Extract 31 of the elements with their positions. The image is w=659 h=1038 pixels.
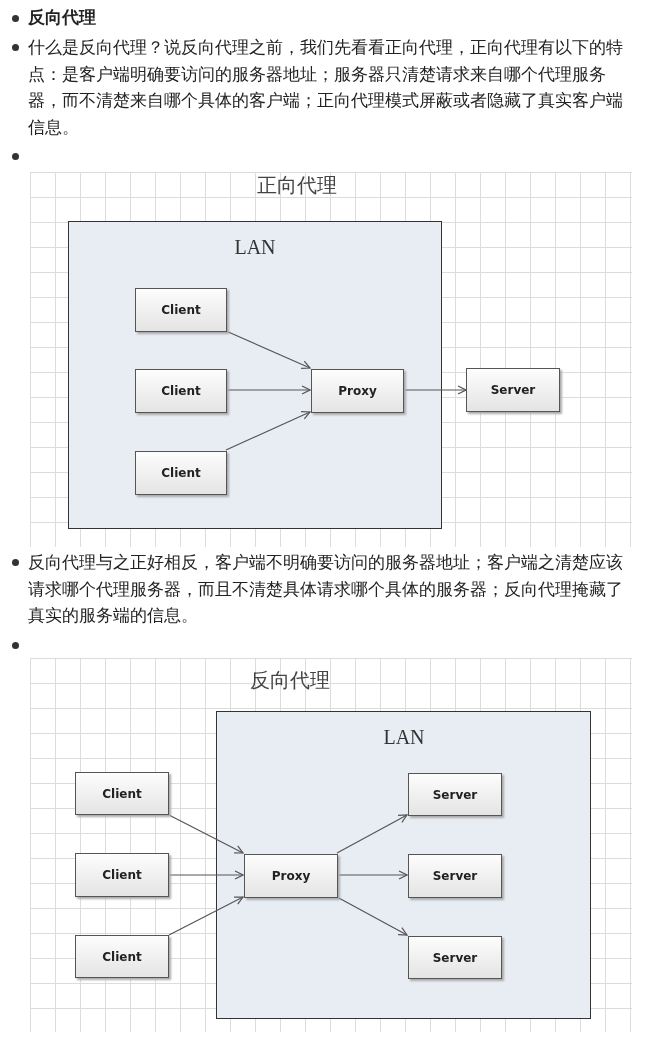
process-box: Server (466, 368, 560, 412)
process-box: Client (75, 772, 169, 815)
arrow (402, 385, 467, 395)
figure-label: 反向代理 (249, 667, 331, 694)
arrow (336, 896, 408, 936)
process-box: Proxy (244, 854, 338, 898)
arrow (225, 330, 311, 370)
arrow (336, 814, 408, 854)
network-area (68, 221, 442, 529)
paragraph: 反向代理与之正好相反，客户端不明确要访问的服务器地址；客户端之清楚应该请求哪个代理服务器，而且不清楚具体请求哪个具体的服务器；反向代理掩藏了真实的服务端的信息。 (28, 551, 624, 627)
arrow (168, 814, 244, 854)
process-box: Server (408, 773, 502, 816)
paragraph: 什么是反向代理？说反向代理之前，我们先看看正向代理，正向代理有以下的特点：是客户端明确要访问的服务器地址；服务器只清楚请求来自哪个代理服务器，而不清楚来自哪个具体的客户端；正向代理模式屏蔽或者隐藏了真实客户端信息。 (28, 36, 624, 139)
area-label: LAN (233, 236, 277, 259)
figure-label: 正向代理 (256, 172, 338, 199)
process-box: Proxy (311, 369, 404, 413)
arrow (225, 385, 311, 395)
network-area (216, 711, 591, 1019)
process-box: Client (135, 369, 227, 413)
arrow (225, 411, 311, 451)
process-box: Client (75, 935, 169, 978)
process-box: Server (408, 936, 502, 979)
heading: 反向代理 (28, 6, 96, 29)
process-box: Client (135, 451, 227, 495)
process-box: Server (408, 854, 502, 898)
area-label: LAN (382, 726, 426, 749)
arrow (168, 870, 244, 880)
process-box: Client (75, 853, 169, 897)
process-box: Client (135, 288, 227, 332)
arrow (336, 870, 408, 880)
arrow (168, 896, 244, 936)
